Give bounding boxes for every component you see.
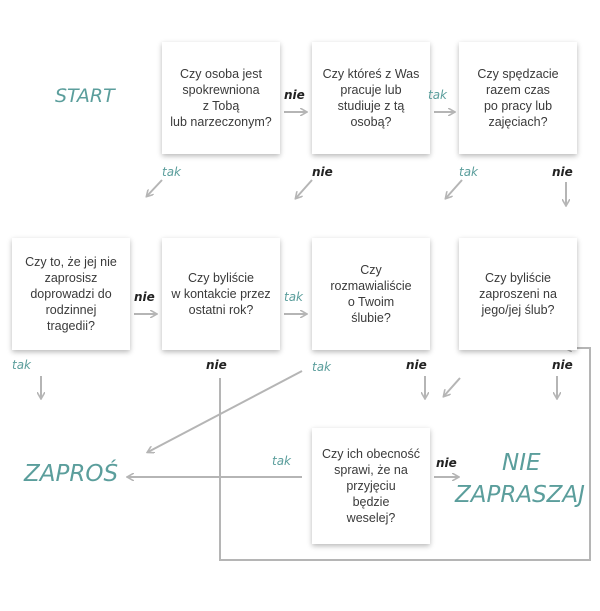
question-text: Czy byliście w kontakcie przez ostatni r… [171, 271, 271, 317]
start-label: START [55, 85, 115, 107]
label-nie: nie [436, 456, 457, 470]
label-tak: tak [284, 290, 304, 304]
label-nie: nie [406, 358, 427, 372]
label-nie: nie [134, 290, 155, 304]
question-text: Czy któreś z Was pracuje lub studiuje z … [322, 67, 420, 129]
question-box-more-fun: Czy ich obecność sprawi, że na przyjęciu… [312, 428, 430, 544]
label-nie: nie [552, 358, 573, 372]
outcome-nie: NIE [502, 450, 541, 476]
arrow-b5-nie-loop [219, 348, 591, 561]
label-tak: tak [312, 360, 332, 374]
question-text: Czy spędzacie razem czas po pracy lub za… [477, 67, 559, 129]
arrow-b1-down [147, 179, 163, 196]
label-tak: tak [162, 165, 182, 179]
label-nie: nie [206, 358, 227, 372]
question-box-talked-wedding: Czy rozmawialiście o Twoim ślubie? [312, 238, 430, 350]
question-box-invited-their-wedding: Czy byliście zaproszeni na jego/jej ślub… [459, 238, 577, 350]
label-nie: nie [552, 165, 573, 179]
label-tak: tak [12, 358, 32, 372]
label-tak: tak [272, 454, 292, 468]
label-nie: nie [312, 165, 333, 179]
label-nie: nie [284, 88, 305, 102]
question-box-contact-last-year: Czy byliście w kontakcie przez ostatni r… [162, 238, 280, 350]
question-text: Czy osoba jest spokrewniona z Tobą lub n… [170, 67, 272, 129]
label-tak: tak [428, 88, 448, 102]
arrow-b3-tak-down [446, 179, 463, 198]
question-box-family-tragedy: Czy to, że jej nie zaprosisz doprowadzi … [12, 238, 130, 350]
arrow-b6-zapros [148, 370, 303, 452]
question-text: Czy ich obecność sprawi, że na przyjęciu… [322, 447, 420, 525]
outcome-zapros: ZAPROŚ [24, 461, 119, 487]
question-box-work-study: Czy któreś z Was pracuje lub studiuje z … [312, 42, 430, 154]
question-box-time-together: Czy spędzacie razem czas po pracy lub za… [459, 42, 577, 154]
question-box-related: Czy osoba jest spokrewniona z Tobą lub n… [162, 42, 280, 154]
outcome-nie-zapraszaj: ZAPRASZAJ [455, 482, 585, 508]
question-text: Czy to, że jej nie zaprosisz doprowadzi … [25, 255, 117, 333]
question-text: Czy byliście zaproszeni na jego/jej ślub… [479, 271, 557, 317]
question-text: Czy rozmawialiście o Twoim ślubie? [330, 263, 412, 325]
arrow-b2-down [296, 179, 313, 198]
label-tak: tak [459, 165, 479, 179]
arrow-b7-tak-down [444, 377, 461, 396]
